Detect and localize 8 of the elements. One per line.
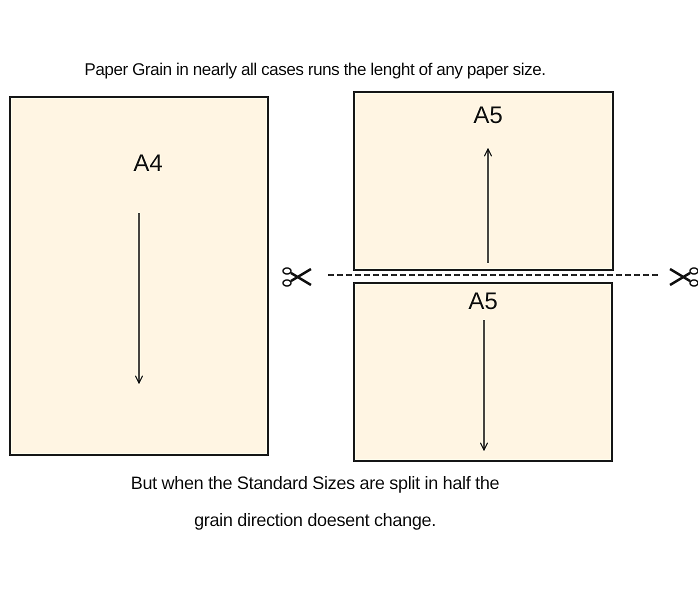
paper-sheet <box>9 96 269 456</box>
size-label: A5 <box>468 288 498 316</box>
size-label: A5 <box>473 102 503 130</box>
paper-sheet <box>353 91 614 271</box>
caption: But when the Standard Sizes are split in half the grain direction doesent change. <box>130 472 500 532</box>
heading: Paper Grain in nearly all cases runs the lenght of any paper size. <box>83 60 547 80</box>
paper-sheet <box>353 282 613 462</box>
size-label: A4 <box>133 150 163 178</box>
